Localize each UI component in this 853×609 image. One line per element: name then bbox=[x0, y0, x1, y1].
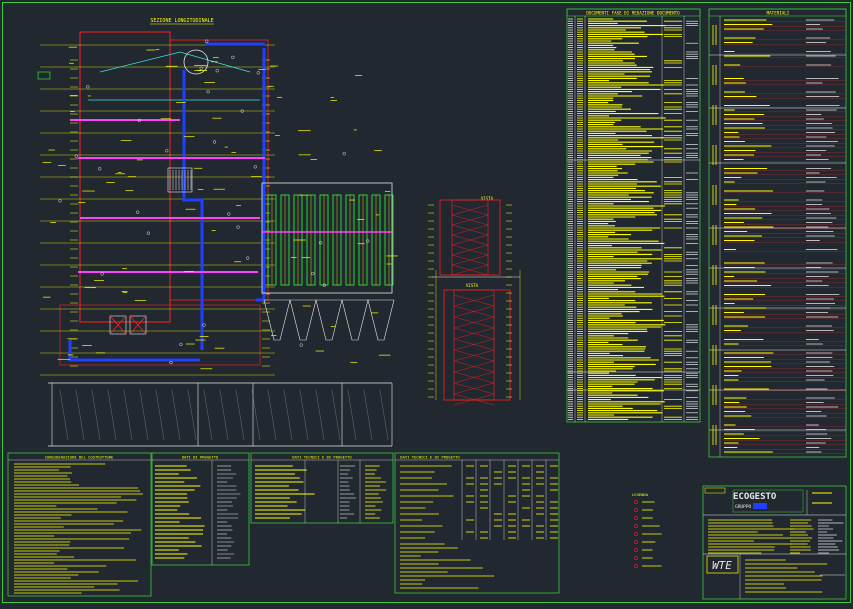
wte-logo: WTE bbox=[712, 559, 732, 572]
wte-logo-box bbox=[706, 555, 739, 574]
notes-panel-1-title: CONSIDERAZIONI DEL COSTRUTTORE bbox=[45, 455, 114, 460]
detail2-title: VISTA bbox=[466, 283, 479, 288]
notes-panel-1 bbox=[7, 452, 152, 597]
elevation-title: SEZIONE LONGITUDINALE bbox=[150, 18, 213, 24]
legend-title: LEGENDA bbox=[632, 492, 649, 497]
structure-detail-view: VISTA VISTA bbox=[428, 196, 521, 406]
notes-panel-2 bbox=[151, 452, 250, 566]
notes-panel-3-title: DATI TECNICI E DI PROGETTO bbox=[292, 455, 352, 460]
notes-panel-2-title: DATI DI PROGETTO bbox=[182, 455, 219, 460]
document-schedule-table: DOCUMENTI FASE DI REDAZIONE DOCUMENTO bbox=[566, 8, 701, 423]
notes-panel-4-title: DATI TECNICI E DI PROGETTO bbox=[400, 455, 460, 460]
notes-panel-4 bbox=[394, 452, 560, 594]
company-subtitle: GRUPPO bbox=[735, 504, 752, 510]
detail-title: VISTA bbox=[481, 196, 494, 201]
notes-panel-3 bbox=[250, 452, 394, 524]
materials-table: MATERIALI bbox=[708, 8, 847, 458]
title-block: ECOGESTO GRUPPO WTE bbox=[702, 485, 847, 600]
materials-title: MATERIALI bbox=[767, 11, 790, 16]
boiler-elevation-view: SEZIONE LONGITUDINALE bbox=[37, 18, 398, 447]
company-name: ECOGESTO bbox=[733, 492, 777, 502]
schedule-title: DOCUMENTI FASE DI REDAZIONE DOCUMENTO bbox=[586, 11, 680, 16]
notes-panels: CONSIDERAZIONI DEL COSTRUTTORE DATI DI P… bbox=[7, 452, 662, 597]
